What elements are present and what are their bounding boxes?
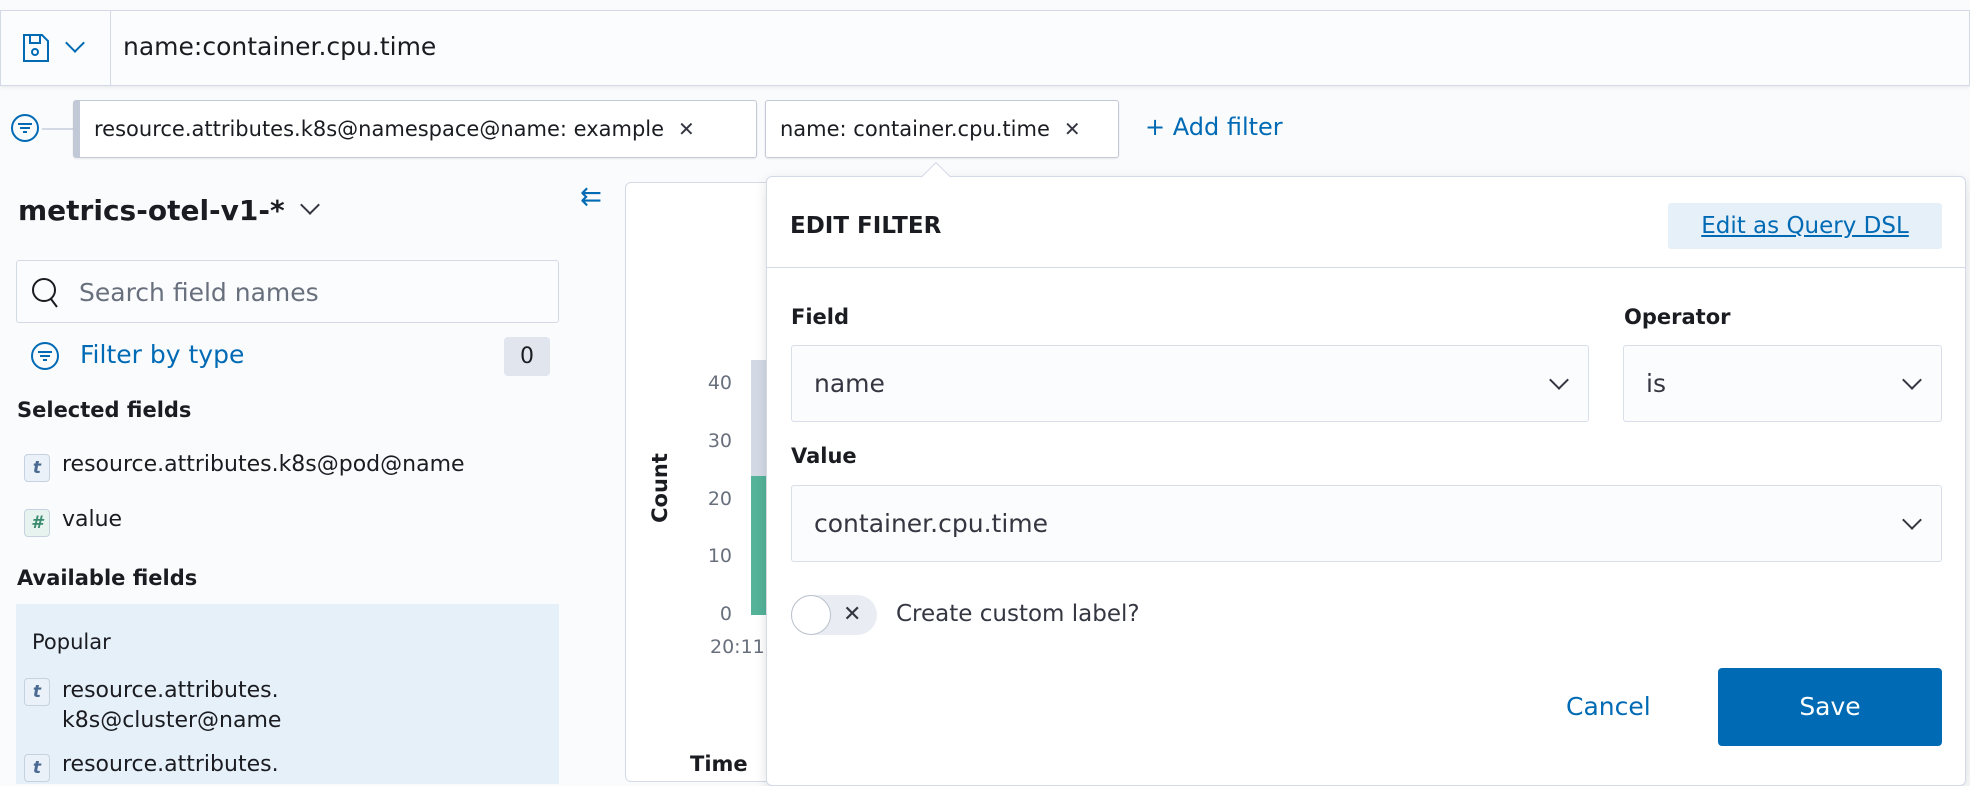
divider: [766, 267, 1966, 268]
field-item[interactable]: # value: [24, 507, 122, 537]
custom-label-text: Create custom label?: [896, 601, 1140, 627]
value-select[interactable]: container.cpu.time: [791, 485, 1942, 562]
field-name: resource.attributes.k8s@pod@name: [62, 452, 465, 477]
field-select[interactable]: name: [791, 345, 1589, 422]
popover-title: EDIT FILTER: [790, 213, 942, 239]
available-fields-title: Available fields: [17, 566, 198, 590]
filter-pill-label: name: container.cpu.time: [780, 117, 1050, 141]
cancel-button[interactable]: Cancel: [1566, 692, 1651, 721]
field-item[interactable]: t resource.attributes.k8s@pod@name: [24, 452, 465, 482]
string-type-icon: t: [24, 754, 50, 782]
field-item[interactable]: t resource.attributes. k8s@cluster@name: [24, 676, 281, 736]
connector: [42, 128, 73, 130]
bar-selected[interactable]: [751, 476, 766, 615]
index-pattern-title[interactable]: metrics-otel-v1-*: [18, 194, 285, 227]
search-field-names[interactable]: Search field names: [16, 260, 559, 323]
save-button[interactable]: Save: [1718, 668, 1942, 746]
operator-select[interactable]: is: [1623, 345, 1942, 422]
x-axis-label[interactable]: Time: [690, 752, 748, 776]
field-value: name: [814, 369, 885, 398]
x-tick-label: 20:11:: [710, 636, 772, 658]
query-bar: [0, 10, 1970, 86]
collapse-sidebar-icon[interactable]: ⇇: [580, 182, 602, 212]
custom-label-toggle[interactable]: ✕: [791, 595, 877, 635]
field-name: resource.attributes. k8s@cluster@name: [62, 678, 282, 733]
y-tick-label: 40: [707, 372, 732, 394]
y-tick-label: 0: [719, 603, 732, 625]
popular-title: Popular: [32, 630, 111, 654]
edit-query-dsl-button[interactable]: Edit as Query DSL: [1668, 203, 1942, 249]
y-tick-label: 30: [707, 429, 732, 452]
value-value: container.cpu.time: [814, 509, 1048, 538]
y-tick-label: 20: [707, 487, 732, 510]
filter-icon[interactable]: [10, 113, 40, 143]
y-axis-label: Count: [648, 453, 672, 523]
filter-pill-namespace[interactable]: resource.attributes.k8s@namespace@name: …: [73, 100, 757, 158]
query-input[interactable]: name:container.cpu.time: [123, 32, 437, 61]
y-tick-label: 10: [707, 545, 732, 568]
selected-fields-title: Selected fields: [17, 398, 192, 422]
operator-value: is: [1646, 369, 1666, 398]
string-type-icon: t: [24, 454, 50, 482]
popular-fields-section: [16, 604, 559, 784]
divider: [110, 10, 111, 86]
close-icon: ✕: [843, 602, 862, 627]
close-icon[interactable]: ✕: [678, 117, 695, 141]
chevron-down-icon: [1902, 509, 1922, 530]
add-filter-button[interactable]: + Add filter: [1145, 113, 1283, 141]
field-item[interactable]: t resource.attributes.: [24, 752, 279, 782]
number-type-icon: #: [24, 509, 50, 537]
toggle-knob: [791, 595, 831, 635]
string-type-icon: t: [24, 678, 50, 706]
filter-count-badge: 0: [504, 337, 550, 376]
filter-icon: [31, 342, 59, 370]
value-label: Value: [791, 444, 857, 468]
filter-pill-name[interactable]: name: container.cpu.time ✕: [765, 100, 1119, 158]
field-name: value: [62, 507, 123, 532]
chevron-down-icon: [1549, 369, 1569, 390]
filter-pill-label: resource.attributes.k8s@namespace@name: …: [94, 117, 665, 141]
save-icon[interactable]: [22, 33, 50, 63]
close-icon[interactable]: ✕: [1063, 117, 1081, 141]
operator-label: Operator: [1624, 305, 1731, 329]
chevron-down-icon[interactable]: [300, 195, 320, 215]
chevron-down-icon: [1902, 369, 1922, 390]
search-placeholder: Search field names: [79, 278, 319, 307]
field-name: resource.attributes.: [62, 752, 279, 777]
search-icon: [32, 278, 58, 308]
filter-by-type-button[interactable]: Filter by type: [80, 340, 245, 369]
field-label: Field: [791, 305, 850, 329]
